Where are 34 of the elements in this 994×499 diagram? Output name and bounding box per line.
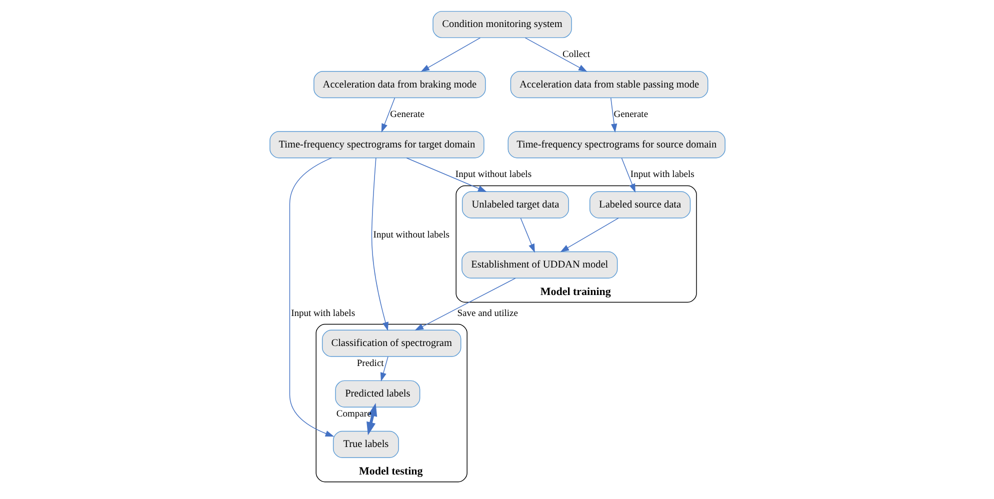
edge-label: Generate (390, 110, 424, 120)
arrow (366, 402, 377, 436)
node-box: True labels (332, 430, 398, 458)
arrow (420, 37, 480, 72)
edge-label: Predict (356, 358, 384, 369)
node-box: Acceleration data from stable passing mode (510, 71, 708, 98)
node-box: Labeled source data (588, 191, 690, 218)
node-box: Unlabeled target data (461, 191, 568, 218)
arrow (560, 218, 618, 252)
arrow (520, 218, 534, 253)
arrow (370, 158, 388, 331)
edge-label: Input without labels (454, 170, 532, 180)
node-box: Condition monitoring system (432, 10, 572, 38)
edge-label: Collect (562, 50, 590, 60)
edge-label: Compare (336, 409, 371, 420)
edge-label: Input with labels (630, 170, 694, 180)
node-box: Predicted labels (334, 380, 420, 408)
arrow (414, 278, 516, 331)
node-box: Establishment of UDDAN model (461, 251, 618, 278)
arrow (524, 37, 587, 72)
arrow (406, 158, 486, 192)
arrow (380, 98, 395, 132)
edge-label: Save and utilize (456, 308, 518, 319)
arrow (610, 98, 617, 133)
node-box: Time-frequency spectrograms for source domain (507, 131, 725, 158)
arrow (288, 158, 334, 437)
node-box: Classification of spectrogram (321, 330, 461, 357)
edge-label: Input without labels (372, 230, 449, 240)
node-box: Acceleration data from braking mode (313, 71, 486, 98)
node-box: Time-frequency spectrograms for target domain (269, 131, 484, 158)
arrow (380, 356, 388, 382)
edge-label: Generate (613, 110, 648, 120)
arrow (620, 158, 635, 193)
edge-label: Input with labels (290, 308, 355, 319)
